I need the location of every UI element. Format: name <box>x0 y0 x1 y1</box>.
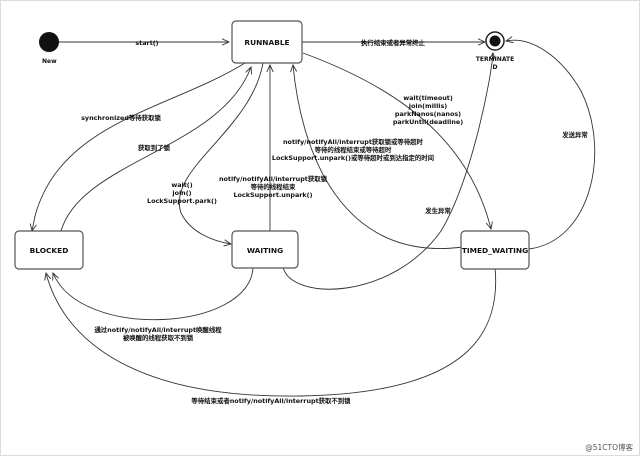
label-notify-timed-1: notify/notifyAll/interrupt获取锁或等待超时 <box>283 137 424 146</box>
watermark: @51CTO博客 <box>585 442 633 452</box>
state-terminated-label-1: TERMINATE <box>476 56 514 63</box>
label-wait-3: LockSupport.park() <box>147 197 217 205</box>
state-blocked-label: BLOCKED <box>30 246 69 255</box>
label-finish: 执行结束或者异常终止 <box>361 38 426 47</box>
label-notify-wait-3: LockSupport.unpark() <box>233 191 312 199</box>
state-blocked <box>14 230 84 270</box>
label-timed-4: parkUntil(deadline) <box>393 118 463 126</box>
state-timed-waiting-label: TIMED_WAITING <box>462 246 528 255</box>
label-exception: 发生异常 <box>424 206 451 215</box>
label-start: start() <box>135 39 158 47</box>
edge-exception <box>282 53 493 290</box>
state-runnable-label: RUNNABLE <box>244 38 289 47</box>
edge-timed <box>302 52 491 229</box>
label-wake-2: 被唤醒的线程获取不到锁 <box>123 333 194 342</box>
state-terminated-label-2: D <box>493 64 498 71</box>
state-waiting-label: WAITING <box>247 246 283 255</box>
label-wake-1: 通过notify/notifyAll/interrupt唤醒线程 <box>94 325 222 334</box>
end-node <box>485 31 505 51</box>
state-waiting <box>231 230 299 269</box>
label-wait-2: join() <box>171 189 191 197</box>
label-notify-timed: notify/notifyAll/interrupt获取锁或等待超时 等待的线程… <box>272 137 434 162</box>
label-notify-wait-1: notify/notifyAll/interrupt获取锁 <box>219 174 328 183</box>
label-timed-2: join(millis) <box>408 102 447 110</box>
label-timed-3: parkNanos(nanos) <box>395 110 461 118</box>
label-notify-timed-2: 等待的线程结束或等待超时 <box>314 145 392 154</box>
start-node <box>39 32 59 52</box>
edge-wait <box>178 62 264 244</box>
label-wait-1: wait() <box>171 181 192 189</box>
state-timed-waiting <box>460 230 530 270</box>
label-timed: wait(timeout) join(millis) parkNanos(nan… <box>393 94 463 126</box>
label-wake: 通过notify/notifyAll/interrupt唤醒线程 被唤醒的线程获… <box>94 325 222 342</box>
edge-timed-no-lock <box>46 266 497 397</box>
label-timed-1: wait(timeout) <box>403 94 453 102</box>
label-got-lock: 获取到了锁 <box>138 143 171 152</box>
edge-wake <box>53 266 254 321</box>
label-notify-wait: notify/notifyAll/interrupt获取锁 等待的线程结束 Lo… <box>219 174 328 199</box>
edge-got-lock <box>60 67 251 232</box>
edge-exception2 <box>506 40 596 250</box>
edge-sync-lock <box>32 62 246 231</box>
label-notify-timed-3: LockSupport.unpark()或等待超时或到达指定的时间 <box>272 153 434 162</box>
edge-notify-timed <box>293 65 464 249</box>
label-sync-lock: synchronized等待获取锁 <box>81 113 161 122</box>
state-new-label: New <box>42 58 57 65</box>
label-notify-wait-2: 等待的线程结束 <box>250 182 296 191</box>
label-timed-no-lock: 等待结束或者notify/notifyAll/interrupt获取不到锁 <box>190 396 351 405</box>
label-wait: wait() join() LockSupport.park() <box>147 181 217 205</box>
label-exception2: 发送异常 <box>561 130 588 139</box>
state-runnable <box>231 20 303 64</box>
